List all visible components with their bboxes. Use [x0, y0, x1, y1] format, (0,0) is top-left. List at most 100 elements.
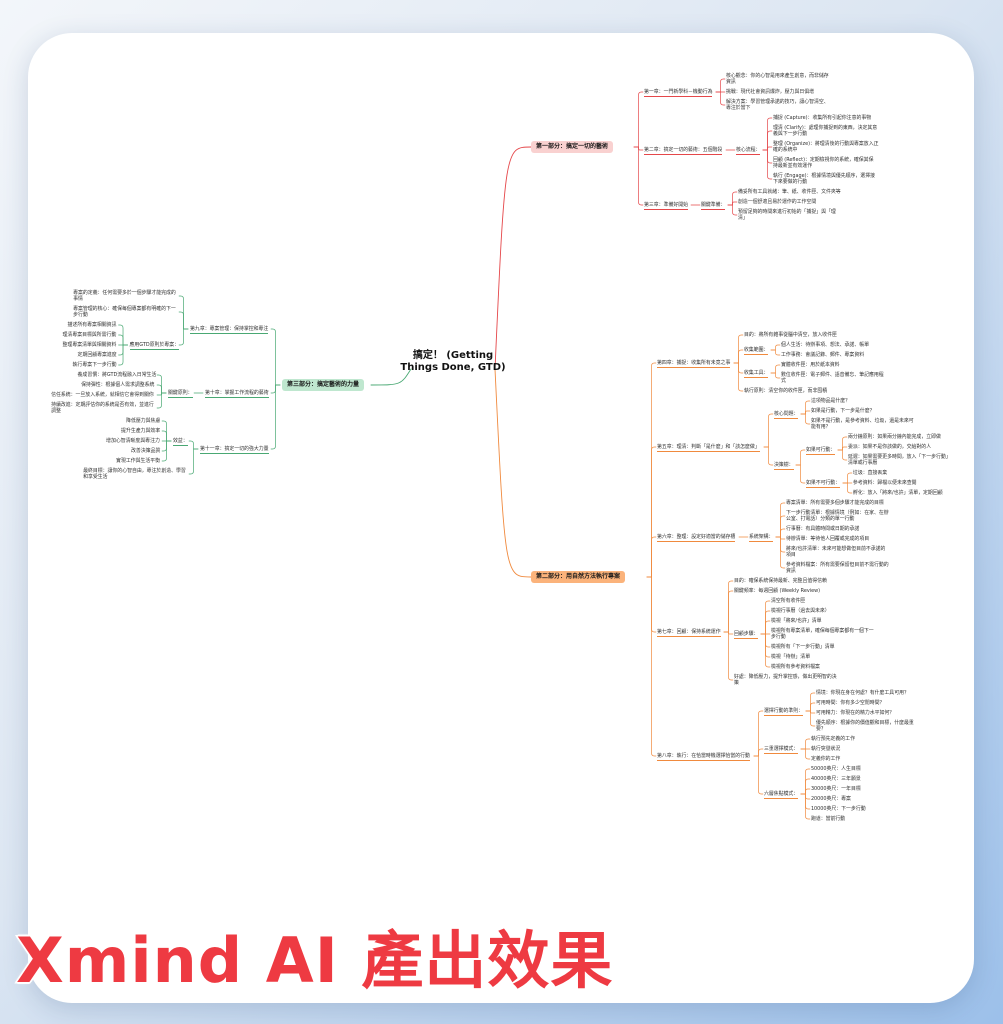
mindmap-leaf[interactable]: 創造一個舒適且易於運作的工作空間 [737, 199, 817, 205]
mindmap-leaf[interactable]: 執行原則：清空你的收件匣，而非囤積 [743, 388, 828, 394]
mindmap-branch[interactable]: 效益： [173, 438, 188, 446]
mindmap-leaf[interactable]: 預留足夠的時間來進行初始的「捕捉」與「理清」 [737, 209, 836, 221]
mindmap-leaf[interactable]: 定義你的工作 [810, 756, 841, 762]
mindmap-leaf[interactable]: 持續改進：定期評估你的系統是否有效，並進行調整 [51, 402, 154, 414]
mindmap-leaf[interactable]: 描述所有專案相關資訊 [67, 322, 117, 328]
mindmap-branch[interactable]: 第五章：理清：判斷「是什麼」和「該怎麼做」 [657, 444, 760, 452]
mindmap-branch[interactable]: 第九章：專案管理：保持掌控和專注 [190, 326, 269, 334]
mindmap-leaf[interactable]: 最終目標：讓你的心智自由，專注於創造、學習和享受生活 [83, 468, 186, 480]
mindmap-leaf[interactable]: 30000英尺：一年目標 [810, 786, 861, 792]
mindmap-leaf[interactable]: 檢視所有參考資料檔案 [770, 664, 820, 670]
mindmap-leaf[interactable]: 可用精力：你現在的精力水平如何？ [815, 710, 895, 716]
mindmap-branch[interactable]: 收集範圍： [743, 347, 769, 355]
mindmap-leaf[interactable]: 跑道：當前行動 [810, 816, 846, 822]
mindmap-leaf[interactable]: 40000英尺：三年願景 [810, 776, 861, 782]
mindmap-leaf[interactable]: 整理 (Organize)：將理清後的行動與專案放入正確的系統中 [772, 141, 879, 153]
mindmap-leaf[interactable]: 待辦清單：等待他人回覆或完成的項目 [785, 536, 870, 542]
mindmap-leaf[interactable]: 檢視所有「下一步行動」清單 [770, 644, 835, 650]
mindmap-leaf[interactable]: 解決方案：學習管理承諾的技巧，讓心智清空、專注於當下 [725, 99, 829, 111]
mindmap-leaf[interactable]: 信任系統：一旦放入系統，就相信它會得到關你 [51, 392, 154, 398]
mindmap-branch[interactable]: 收集工具： [743, 370, 769, 378]
mindmap-leaf[interactable]: 下一步行動清單：根據情境（例如：在家、在辦公室、打電話）分類的單一行動 [785, 510, 889, 522]
mindmap-leaf[interactable]: 增加心智清晰度與專注力 [106, 438, 160, 444]
mindmap-leaf[interactable]: 20000英尺：專案 [810, 796, 851, 802]
mindmap-branch[interactable]: 系統架構： [748, 534, 774, 542]
mindmap-leaf[interactable]: 兩分鐘原則：如果兩分鐘內能完成，立即做 [847, 434, 941, 440]
mindmap-branch[interactable]: 核心流程： [735, 147, 761, 155]
mindmap-leaf[interactable]: 實體收件匣：用於紙本資料 [780, 362, 840, 368]
mindmap-branch[interactable]: 回顧步驟： [733, 631, 759, 639]
mindmap-leaf[interactable]: 備妥所有工具就緒：筆、紙、收件匣、文件夾等 [737, 189, 841, 195]
mindmap-leaf[interactable]: 整理專案清單與相關資料 [62, 342, 117, 348]
mindmap-leaf[interactable]: 清空所有收件匣 [770, 598, 806, 604]
mindmap-leaf[interactable]: 改善決策品質 [131, 448, 161, 454]
mindmap-branch[interactable]: 第一章：一門新學科－機動行為 [644, 89, 713, 97]
mindmap-branch[interactable]: 關鍵原則： [168, 390, 193, 398]
mindmap-leaf[interactable]: 50000英尺：人生目標 [810, 766, 861, 772]
mindmap-branch[interactable]: 六層焦點模式： [763, 791, 799, 799]
mindmap-leaf[interactable]: 10000英尺：下一步行動 [810, 806, 866, 812]
part-topic[interactable]: 第二部分：用自然方法執行專案 [531, 571, 626, 583]
mindmap-leaf[interactable]: 如果是行動，下一步是什麼？ [810, 408, 875, 414]
mindmap-leaf[interactable]: 核心觀念：你的心智是用來產生創意，而非儲存資訊 [725, 73, 829, 85]
mindmap-leaf[interactable]: 實現工作與生活平衡 [116, 458, 161, 464]
mindmap-leaf[interactable]: 檢視「待辦」清單 [770, 654, 811, 660]
mindmap-leaf[interactable]: 參考資料：歸檔以便未來查閱 [852, 480, 917, 486]
mindmap-leaf[interactable]: 關鍵頻率：每週回顧 (Weekly Review) [733, 588, 821, 594]
mindmap-leaf[interactable]: 委派：如果不是你該做的，交給對的人 [847, 444, 932, 450]
mindmap-leaf[interactable]: 數位收件匣：電子郵件、語音備忘、筆記應用程式 [780, 372, 884, 384]
mindmap-leaf[interactable]: 保持彈性：根據個人需求調整系統 [81, 382, 155, 388]
mindmap-leaf[interactable]: 捕捉 (Capture)：收集所有引起你注意的事物 [772, 115, 872, 121]
mindmap-leaf[interactable]: 這項物品是什麼？ [810, 398, 851, 404]
mindmap-leaf[interactable]: 挑戰：現代社會資訊爆炸，壓力與日俱增 [725, 89, 815, 95]
mindmap-branch[interactable]: 第十章：掌握工作流程的藝術 [205, 390, 269, 398]
mindmap-leaf[interactable]: 專案管理的核心：確保每個專案都有明確的下一步行動 [73, 306, 176, 318]
mindmap-leaf[interactable]: 目的：將所有雜事從腦中清空，放入收件匣 [743, 332, 837, 338]
mindmap-branch[interactable]: 第八章：執行：在恰當時機選擇恰當的行動 [657, 753, 750, 761]
part-topic[interactable]: 第三部分：搞定藝術的力量 [282, 379, 365, 391]
part-topic[interactable]: 第一部分：搞定一切的藝術 [531, 141, 614, 153]
mindmap-leaf[interactable]: 專案的定義：任何需要多於一個步驟才能完成的事情 [73, 290, 176, 302]
mindmap-leaf[interactable]: 將來/也許清單：未來可能想做但目前不承諾的項目 [785, 546, 886, 558]
mindmap-branch[interactable]: 核心問題： [773, 411, 799, 419]
mindmap-leaf[interactable]: 檢視「將來/也許」清單 [770, 618, 822, 624]
mindmap-branch[interactable]: 如果不可行動： [805, 480, 841, 488]
mindmap-leaf[interactable]: 個人生活：待辦事項、想法、承諾、帳單 [780, 342, 869, 348]
mindmap-leaf[interactable]: 定期回顧專案進度 [77, 352, 117, 358]
mindmap-leaf[interactable]: 行事曆：有具體時間或日期的承諾 [785, 526, 860, 532]
mindmap-leaf[interactable]: 優先順序：根據你的價值觀和目標，什麼最重要？ [815, 720, 914, 732]
mindmap-branch[interactable]: 應用GTD原則於專案： [129, 342, 180, 350]
mindmap-leaf[interactable]: 回顧 (Reflect)：定期檢視你的系統，確保其保持最新並有效運作 [772, 157, 874, 169]
mindmap-leaf[interactable]: 參考資料檔案：所有需要保留但目前不需行動的資訊 [785, 562, 889, 574]
mindmap-leaf[interactable]: 降低壓力與焦慮 [126, 418, 161, 424]
mindmap-branch[interactable]: 第四章：捕捉：收集所有未竟之事 [657, 360, 731, 368]
mindmap-leaf[interactable]: 執行預先定義的工作 [810, 736, 855, 742]
mindmap-leaf[interactable]: 工作事務：會議記錄、郵件、專案資料 [780, 352, 865, 358]
mindmap-leaf[interactable]: 專案清單：所有需要多個步驟才能完成的目標 [785, 500, 884, 506]
mindmap-leaf[interactable]: 檢視所有專案清單，確保每個專案都有一個下一步行動 [770, 628, 874, 640]
mindmap-leaf[interactable]: 延遲：如果需要更多時間，放入「下一步行動」清單或行事曆 [847, 454, 951, 466]
mindmap-branch[interactable]: 如果可行動： [805, 447, 836, 455]
mindmap-leaf[interactable]: 檢視行事曆（過去與未來） [770, 608, 830, 614]
mindmap-leaf[interactable]: 提升生產力與效率 [121, 428, 161, 434]
mindmap-leaf[interactable]: 如果不是行動，是參考資料、垃圾，還是未來可能有用？ [810, 418, 914, 430]
mindmap-leaf[interactable]: 孵化：放入「將來/也許」清單，定期回顧 [852, 490, 943, 496]
mindmap-branch[interactable]: 第七章：回顧：保持系統運作 [657, 629, 721, 637]
mindmap-branch[interactable]: 第六章：整理：設定好適當的儲存槽 [657, 534, 736, 542]
mindmap-leaf[interactable]: 執行 (Engage)：根據情境與優先順序，選擇接下來要做的行動 [772, 173, 875, 185]
mindmap-leaf[interactable]: 執行專案下一步行動 [72, 362, 117, 368]
mindmap-branch[interactable]: 三重選擇模式： [763, 746, 799, 754]
mindmap-branch[interactable]: 決策樹： [773, 462, 794, 470]
mindmap-leaf[interactable]: 情境：你現在身在何處？有什麼工具可用？ [815, 690, 909, 696]
mindmap-branch[interactable]: 第二章：搞定一切的藝術：五個階段 [644, 147, 723, 155]
mindmap-leaf[interactable]: 可用時間：你有多少空閒時間？ [815, 700, 885, 706]
mindmap-leaf[interactable]: 理清 (Clarify)：處理你捕捉到的東西，決定其意義與下一步行動 [772, 125, 878, 137]
mindmap-leaf[interactable]: 目的：確保系統保持最新、完整且值得信賴 [733, 578, 827, 584]
mindmap-leaf[interactable]: 執行突發狀況 [810, 746, 841, 752]
mindmap-branch[interactable]: 第三章：準備好開始 [644, 202, 689, 210]
mindmap-branch[interactable]: 第十一章：搞定一切的強大力量 [200, 446, 269, 454]
mindmap-leaf[interactable]: 好處：降低壓力，提升掌控感，做出更明智的決策 [733, 674, 837, 686]
mindmap-leaf[interactable]: 理清專案目標與所需行動 [62, 332, 117, 338]
mindmap-leaf[interactable]: 養成習慣：將GTD流程融入日常生活 [77, 372, 157, 378]
